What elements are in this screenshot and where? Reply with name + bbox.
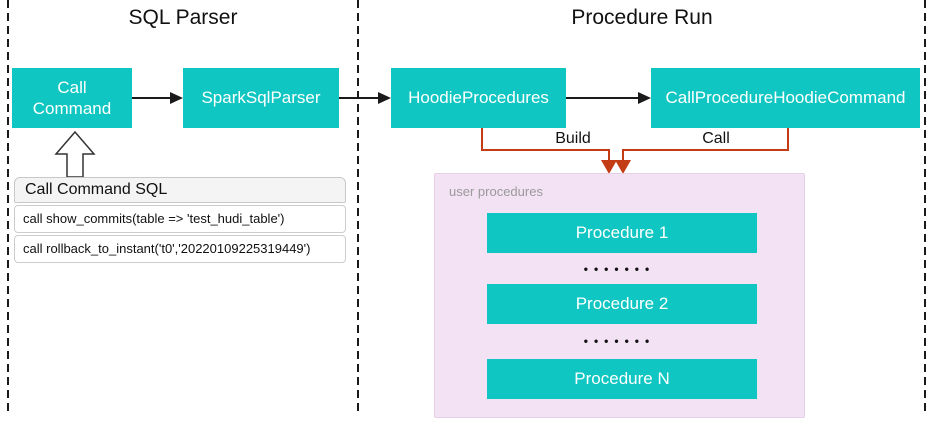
node-call-procedure-hoodie-command: CallProcedureHoodieCommand xyxy=(651,68,920,128)
section-divider-right xyxy=(924,0,926,415)
sql-panel: Call Command SQL call show_commits(table… xyxy=(14,177,346,265)
section-title-procedure-run: Procedure Run xyxy=(571,6,713,29)
arrow-hoodieprocedures-to-callprocedurehoodiecommand xyxy=(566,92,651,104)
user-procedures-label: user procedures xyxy=(449,184,543,199)
sql-row-show-commits: call show_commits(table => 'test_hudi_ta… xyxy=(14,205,346,233)
sql-row-rollback-to-instant: call rollback_to_instant('t0','202201092… xyxy=(14,235,346,263)
dots-separator: ••••••• xyxy=(583,262,656,276)
dots-separator: ••••••• xyxy=(583,334,656,348)
edge-label-call: Call xyxy=(702,130,730,147)
arrow-callcommand-to-sparksqlparser xyxy=(132,92,183,104)
user-procedures-panel: user procedures Procedure 1 ••••••• Proc… xyxy=(434,173,805,418)
procedure-box-2: Procedure 2 xyxy=(487,284,757,324)
node-hoodie-procedures: HoodieProcedures xyxy=(391,68,566,128)
edge-label-build: Build xyxy=(555,130,591,147)
node-call-command: Call Command xyxy=(12,68,132,128)
section-divider-left xyxy=(7,0,9,415)
section-title-sql-parser: SQL Parser xyxy=(128,6,238,29)
sql-panel-header: Call Command SQL xyxy=(14,177,346,203)
arrow-sparksqlparser-to-hoodieprocedures xyxy=(339,92,391,104)
node-spark-sql-parser: SparkSqlParser xyxy=(183,68,339,128)
section-divider-middle xyxy=(357,0,359,415)
procedure-box-1: Procedure 1 xyxy=(487,213,757,253)
hollow-up-arrow xyxy=(54,130,96,178)
procedure-box-n: Procedure N xyxy=(487,359,757,399)
